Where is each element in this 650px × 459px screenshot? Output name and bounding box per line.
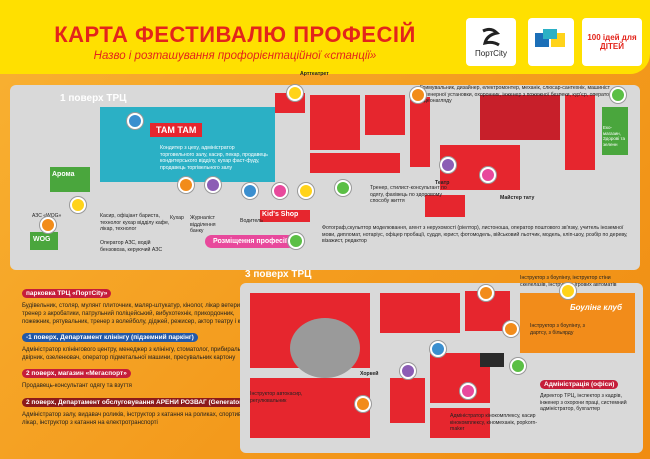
store-block [410,97,430,167]
store-block [365,95,405,135]
hockey-rink[interactable] [290,318,360,378]
station-pin[interactable] [242,183,258,199]
station-pin[interactable] [410,87,426,103]
store-block [310,153,400,173]
cinema-sign [480,353,504,367]
bowling-label: Боулінг клуб [570,303,622,312]
store-block [425,195,465,217]
aroma-store[interactable] [50,167,90,192]
station-pin[interactable] [460,383,476,399]
station-pin[interactable] [503,321,519,337]
artteatr-label: Арттеатрет [300,71,329,77]
puzzle-icon [535,29,565,47]
list-item: 2 поверх, Департамент обслуговування АРЕ… [22,391,262,427]
station-pin[interactable] [430,341,446,357]
kids-shop[interactable] [260,210,310,222]
zhurn-callout: Журналіст відділення банку [190,215,216,234]
station-pin[interactable] [480,167,496,183]
kasyr-callout: Касир, офіціант бариста, технолог кухар … [100,213,170,232]
voditel-callout: Водитель [240,218,263,224]
instr-callout: Інструктор з боулінгу, інструктор стіни … [520,275,617,288]
store-block [565,95,595,170]
station-pin[interactable] [355,396,371,412]
store-block [310,95,360,150]
floor1-map: 1 поверх ТРЦ ТАМ ТАМ Кондитер з цеху, ад… [10,71,640,270]
station-pin[interactable] [205,177,221,193]
floor3-label: 3 поверх ТРЦ [245,269,312,280]
store-block [430,408,490,438]
station-pin[interactable] [287,85,303,101]
sto-idei-logo: 100 ідей для ДІТЕЙ [582,18,642,66]
hockey-callout: Інструктор автокасир, регулювальник [250,391,303,404]
tamtam-callout: Кондитер з цеху, адміністратор торговель… [160,145,268,171]
floor3-map: 3 поверх ТРЦ Боулінг клуб Інструктор з б… [240,269,643,453]
store-block [380,293,460,333]
station-pin[interactable] [70,197,86,213]
station-pin[interactable] [610,87,626,103]
portcity-logo: ПортCity [466,18,516,66]
store-block [250,378,370,438]
page-title: КАРТА ФЕСТИВАЛЮ ПРОФЕСІЙ [54,22,416,47]
zapr-callout: Оператор АЗС, водій бензовоза, керуючий … [100,240,163,253]
station-pin[interactable] [298,183,314,199]
promo-pill[interactable]: Розміщення професії [205,235,295,248]
professions-list: парковка ТРЦ «ПортCity» Будівельник, сто… [22,282,262,427]
list-item-body: Продавець-консультант одягу та взуття [22,383,132,390]
station-pin[interactable] [510,358,526,374]
eco-store[interactable] [602,107,628,155]
teatr-label: Театр [435,180,450,186]
station-pin[interactable] [272,183,288,199]
page-subtitle: Назво і розташування профорієнтаційної «… [93,50,377,62]
list-item: парковка ТРЦ «ПортCity» Будівельник, сто… [22,282,262,326]
station-pin[interactable] [440,157,456,173]
portcity-icon [482,27,501,46]
admin-callout: Директор ТРЦ, інспектор з кадрів, інжене… [540,393,627,412]
station-pin[interactable] [478,285,494,301]
hockey-label: Хоркей [360,371,379,377]
tamtam-logo: ТАМ ТАМ [150,123,203,137]
station-pin[interactable] [127,113,143,129]
station-pin[interactable] [335,180,351,196]
wog-station[interactable] [30,232,58,250]
bowling-area[interactable] [520,293,635,353]
store-block [480,95,560,140]
station-pin[interactable] [400,363,416,379]
wog-logo: WOG [33,236,51,243]
eco-callout: Еко-магазин, Здорові та зеленн [603,125,626,147]
header-banner: КАРТА ФЕСТИВАЛЮ ПРОФЕСІЙ Назво і розташу… [0,0,650,74]
portcity-logo-text: ПортCity [475,48,507,58]
sto-idei-text: 100 ідей для ДІТЕЙ [587,33,637,51]
bottom-callout: Фотограф,скульптор моделювання, агент з … [322,225,628,244]
bowling-callout: Інструктор з боулінгу, з дартсу, з білья… [530,323,585,336]
list-item-body: Адміністратор залу, видавач роликів, інс… [22,411,252,426]
station-pin[interactable] [288,233,304,249]
station-pin[interactable] [178,177,194,193]
list-item-head: -1 поверх, Департамент клінінгу (підземн… [22,333,198,343]
list-item: 2 поверх, магазин «Мегаспорт» Продавець-… [22,362,262,390]
list-item-head: парковка ТРЦ «ПортCity» [22,289,112,298]
list-item-head: 2 поверх, Департамент обслуговування АРЕ… [22,397,261,407]
iq-logo [528,18,574,66]
admin-head[interactable]: Адміністрація (офіси) [540,380,619,389]
kukhar-callout: Кухар [170,215,184,221]
station-pin[interactable] [40,217,56,233]
list-item: -1 поверх, Департамент клінінгу (підземн… [22,326,262,362]
myjka-label: Майстер тату [500,195,535,201]
top-callout: Гримувальник, дизайнер, електромонтер, м… [420,85,612,104]
cinema-callout: Адміністратор кінокомплексу, касир кінок… [450,413,538,432]
list-item-body: Будівельник, столяр, мулянт плиточник, м… [22,303,252,326]
trener-callout: Тренер, стилист-консультант по одягу, фа… [370,185,447,204]
floor1-label: 1 поверх ТРЦ [60,93,127,104]
aroma-logo: Арома [52,171,75,178]
list-item-body: Адміністратор клінінгового центру, менед… [22,347,252,362]
store-block [390,378,425,423]
kids-shop-label: Kid's Shop [262,211,299,218]
list-item-head: 2 поверх, магазин «Мегаспорт» [22,369,131,379]
station-pin[interactable] [560,283,576,299]
wog-label: АЗС «WOG» [32,213,62,219]
